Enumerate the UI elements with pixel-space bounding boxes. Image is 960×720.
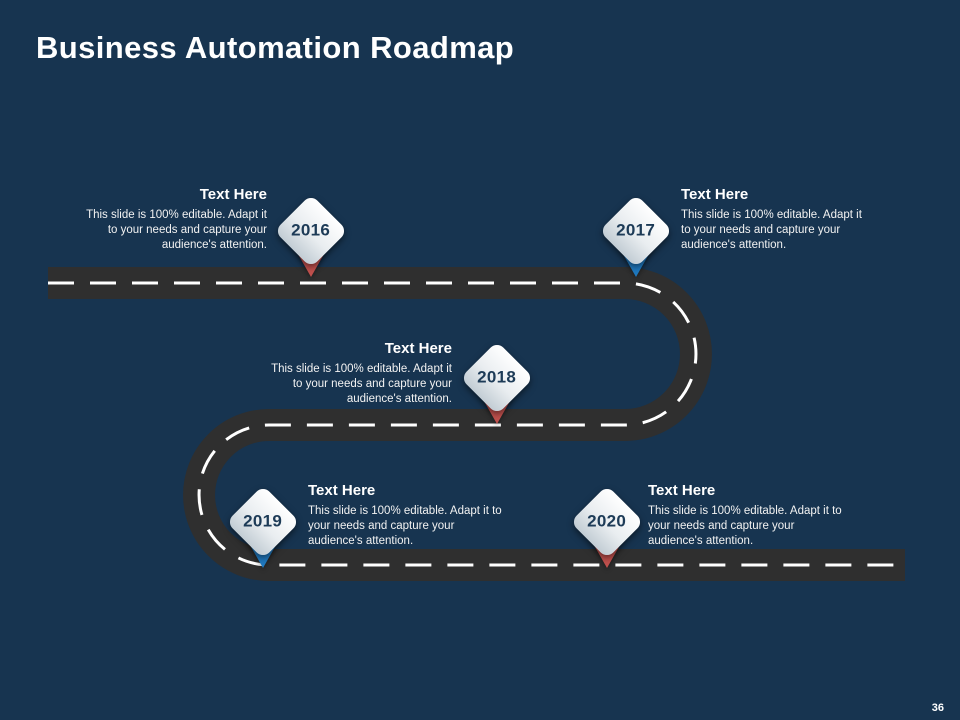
- milestone-heading: Text Here: [199, 186, 267, 203]
- milestone-text-2017: Text Here This slide is 100% editable. A…: [681, 186, 873, 254]
- milestone-description: This slide is 100% editable. Adapt it to…: [86, 209, 267, 252]
- road-centerline: [48, 281, 905, 567]
- milestone-heading: Text Here: [681, 186, 749, 203]
- milestone-text-2016: Text Here This slide is 100% editable. A…: [75, 186, 267, 254]
- milestone-text-2020: Text Here This slide is 100% editable. A…: [648, 482, 843, 550]
- milestone-description: This slide is 100% editable. Adapt it to…: [308, 505, 502, 548]
- milestone-description: This slide is 100% editable. Adapt it to…: [681, 209, 862, 252]
- milestone-heading: Text Here: [384, 340, 452, 357]
- milestone-text-2018: Text Here This slide is 100% editable. A…: [260, 340, 452, 408]
- year-label: 2018: [477, 368, 517, 387]
- year-label: 2017: [616, 221, 656, 240]
- page-number: 36: [931, 702, 944, 714]
- milestone-heading: Text Here: [648, 482, 716, 499]
- milestone-heading: Text Here: [308, 482, 376, 499]
- milestone-description: This slide is 100% editable. Adapt it to…: [648, 505, 842, 548]
- year-label: 2019: [243, 512, 283, 531]
- year-label: 2020: [587, 512, 627, 531]
- slide-title: Business Automation Roadmap: [36, 30, 515, 65]
- year-label: 2016: [291, 221, 331, 240]
- milestone-description: This slide is 100% editable. Adapt it to…: [271, 363, 452, 406]
- milestone-text-2019: Text Here This slide is 100% editable. A…: [308, 482, 503, 550]
